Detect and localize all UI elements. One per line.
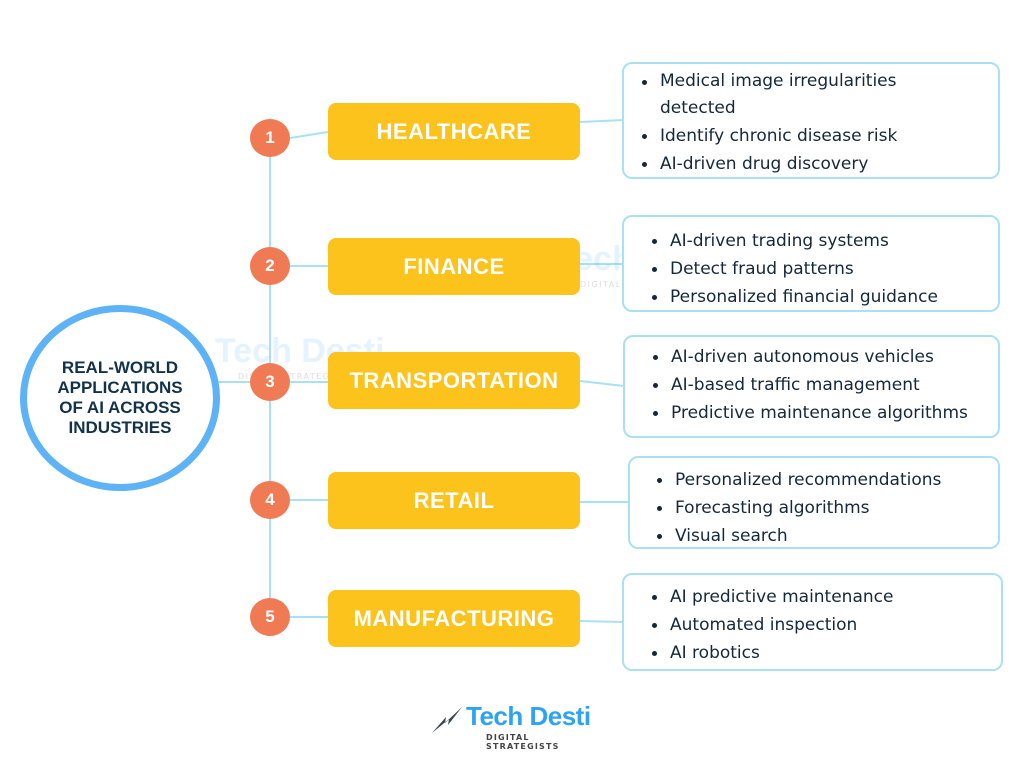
list-item: AI predictive maintenance [648,583,991,611]
details-box-healthcare: Medical image irregularities detected Id… [622,62,1000,179]
step-badge-5: 5 [250,598,290,636]
hub-title: REAL-WORLD APPLICATIONS OF AI ACROSS IND… [57,358,183,437]
details-box-manufacturing: AI predictive maintenance Automated insp… [622,573,1003,671]
step-badge-1: 1 [250,119,290,157]
logo-tagline: DIGITAL STRATEGISTS [486,733,560,751]
list-item: Identify chronic disease risk [638,122,988,150]
category-finance: FINANCE [328,238,580,295]
logo-name: Tech Desti [466,701,591,731]
category-retail: RETAIL [328,472,580,529]
category-healthcare: HEALTHCARE [328,103,580,160]
central-hub-circle: REAL-WORLD APPLICATIONS OF AI ACROSS IND… [20,305,220,491]
list-item: AI robotics [648,639,991,667]
details-box-finance: AI-driven trading systems Detect fraud p… [622,215,1000,312]
list-item: Predictive maintenance algorithms [649,399,988,427]
details-box-transportation: AI-driven autonomous vehicles AI-based t… [623,335,1000,438]
list-item: Forecasting algorithms [653,494,988,522]
list-item: Personalized recommendations [653,466,988,494]
details-box-retail: Personalized recommendations Forecasting… [628,456,1000,549]
list-item: AI-based traffic management [649,371,988,399]
list-item: AI-driven trading systems [648,227,988,255]
step-badge-4: 4 [250,481,290,519]
category-transportation: TRANSPORTATION [328,352,580,409]
list-item: Personalized financial guidance [648,283,988,311]
tech-desti-logo: Tech Desti DIGITAL STRATEGISTS [430,701,600,751]
list-item: Visual search [653,522,988,550]
list-item: Medical image irregularities detected [638,68,910,122]
lightning-bolt-icon [432,707,462,733]
list-item: Automated inspection [648,611,991,639]
list-item: Detect fraud patterns [648,255,988,283]
step-badge-3: 3 [250,363,290,401]
category-manufacturing: MANUFACTURING [328,590,580,647]
list-item: AI-driven drug discovery [638,150,988,178]
list-item: AI-driven autonomous vehicles [649,343,988,371]
step-badge-2: 2 [250,247,290,285]
